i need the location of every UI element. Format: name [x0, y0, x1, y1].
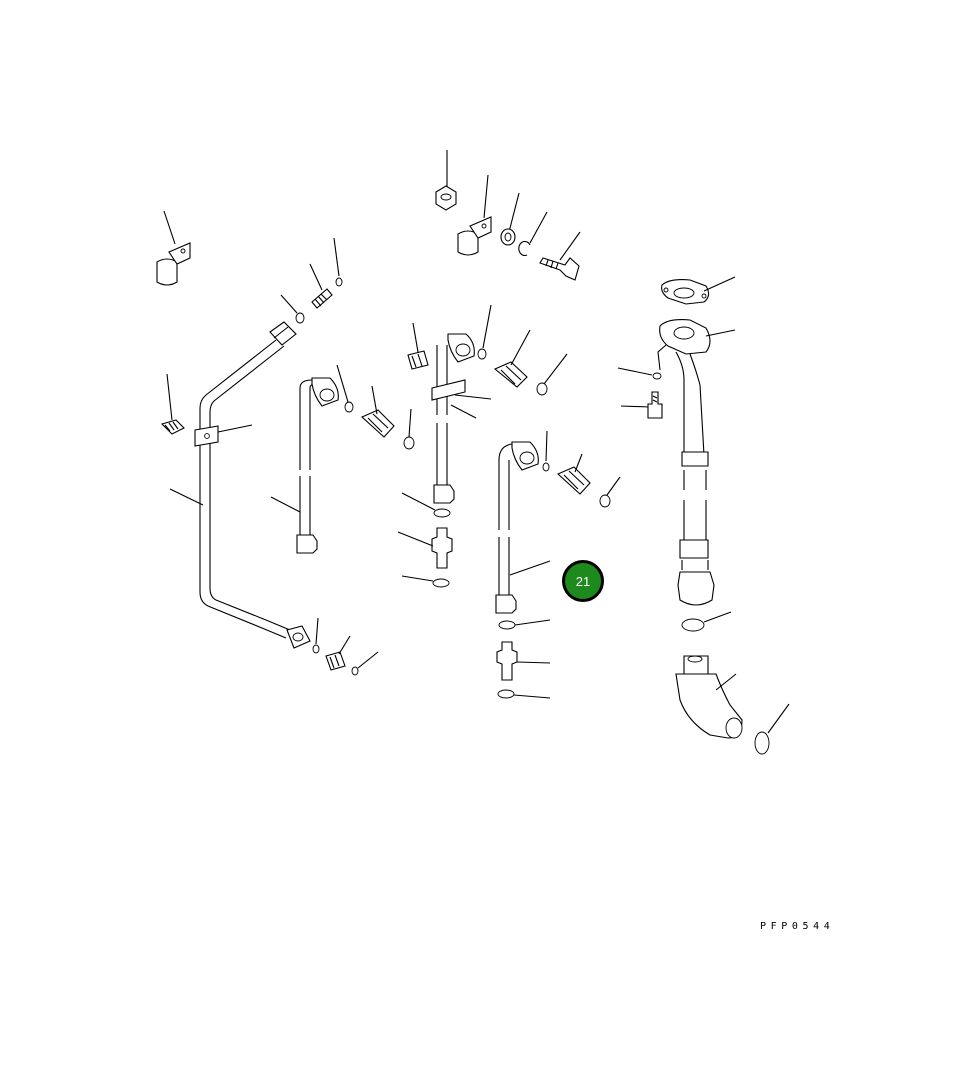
left-clamp: [157, 211, 190, 285]
left-bolt: [162, 374, 184, 434]
callout-number: 21: [575, 573, 591, 589]
left-steel-pipe: [170, 322, 310, 648]
drawing-code: PFP0544: [760, 921, 835, 932]
left-bottom-fittings: [313, 618, 378, 675]
left-pipe-clamp: [195, 425, 252, 446]
hose-a: [271, 365, 414, 553]
left-fitting-small-top: [281, 238, 342, 323]
hose-c: [496, 431, 620, 698]
hose-b: [398, 305, 567, 587]
callout-badge-21[interactable]: 21: [562, 560, 604, 602]
right-assembly: [618, 277, 789, 754]
top-parts: [436, 150, 580, 280]
